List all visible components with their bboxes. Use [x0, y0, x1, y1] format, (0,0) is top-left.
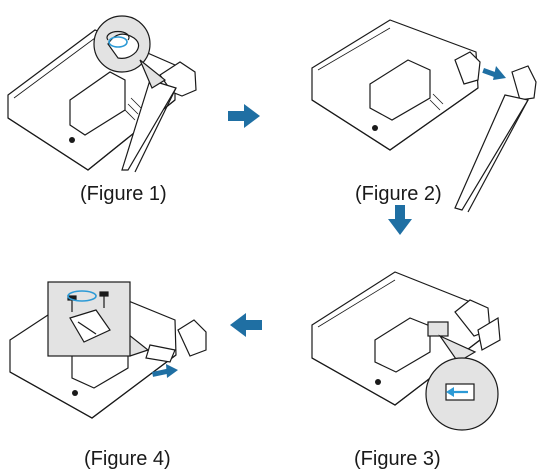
figure-1-caption: (Figure 1)	[80, 183, 167, 205]
figure-4-caption: (Figure 4)	[84, 448, 171, 470]
monitor-button	[72, 390, 78, 396]
stand-arm	[454, 299, 491, 337]
figure-3-caption: (Figure 3)	[354, 448, 441, 470]
monitor-button	[69, 137, 75, 143]
stand-plate	[369, 59, 431, 121]
stand-arm	[511, 65, 537, 101]
arrow-left-icon	[230, 313, 262, 337]
figure-4-illustration	[9, 281, 207, 419]
arrow-right-icon	[228, 104, 260, 128]
figure-2-illustration	[311, 19, 537, 213]
monitor-button	[372, 125, 378, 131]
figure-2-caption: (Figure 2)	[355, 183, 442, 205]
figure-3-illustration	[311, 271, 501, 431]
figure-1-illustration	[7, 15, 197, 173]
stand-plate	[374, 317, 431, 373]
motion-arrow-icon	[151, 364, 178, 378]
stand-arm	[177, 319, 207, 357]
arrow-down-icon	[388, 205, 412, 235]
monitor-button	[375, 379, 381, 385]
motion-arrow-icon	[482, 66, 506, 80]
